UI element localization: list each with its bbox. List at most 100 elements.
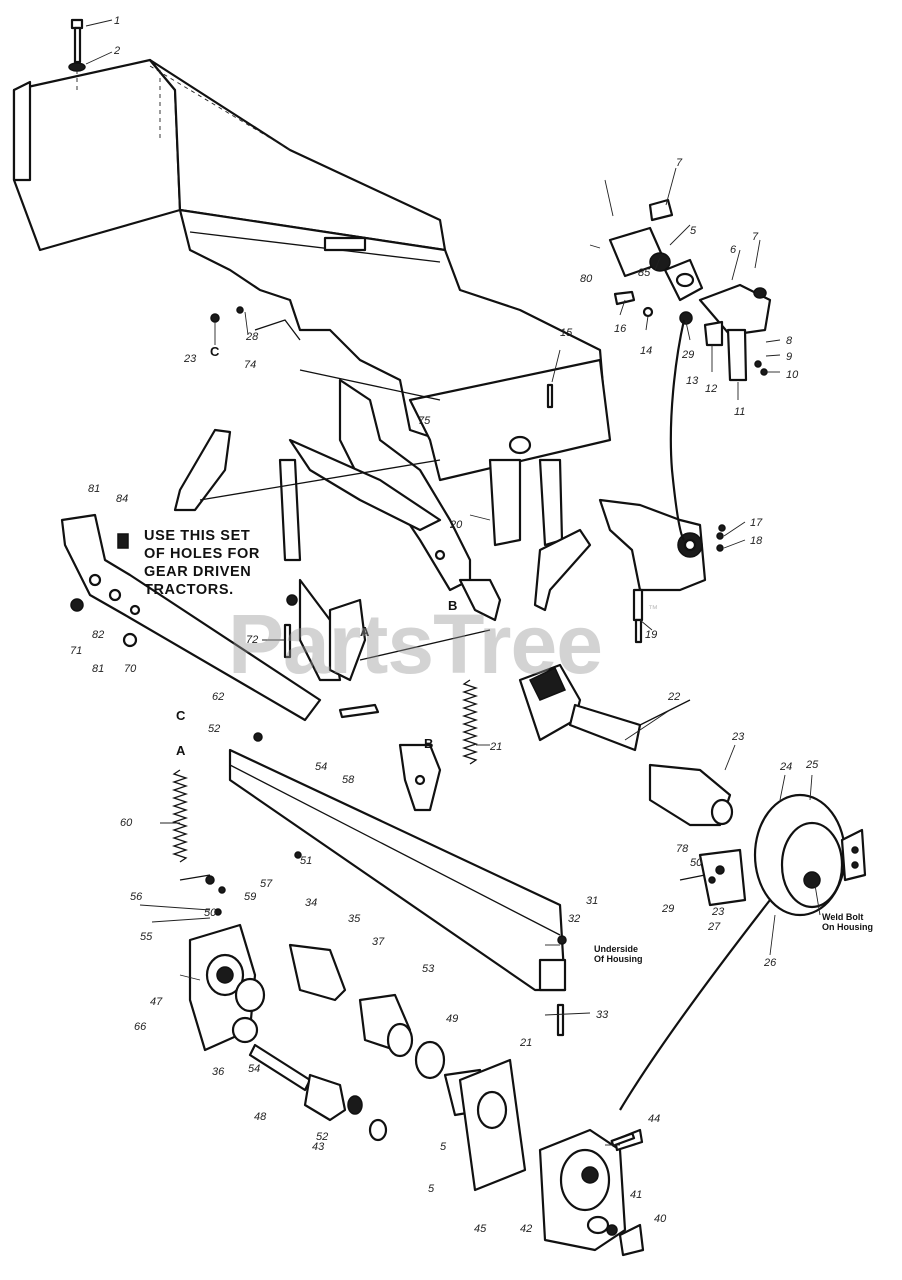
callout: 85 xyxy=(638,267,651,279)
callout: 41 xyxy=(630,1189,642,1201)
assembly-note: USE THIS SET OF HOLES FOR GEAR DRIVEN TR… xyxy=(144,528,260,598)
callout: 80 xyxy=(580,273,593,285)
callout: 43 xyxy=(312,1141,325,1153)
pulley-icon xyxy=(608,198,772,382)
callout: 16 xyxy=(614,323,627,335)
trademark-symbol: ™ xyxy=(648,604,658,615)
callout: 23 xyxy=(731,731,745,743)
callout: 50 xyxy=(690,857,703,869)
gear-icon xyxy=(188,923,487,1142)
callout: 32 xyxy=(568,913,580,925)
callout: 34 xyxy=(305,897,317,909)
callout: 13 xyxy=(686,375,699,387)
callout: 8 xyxy=(786,335,793,347)
callout: 31 xyxy=(586,895,598,907)
callout: 74 xyxy=(244,359,256,371)
washer-icon xyxy=(68,62,86,72)
callout: 55 xyxy=(140,931,153,943)
drive-shaft xyxy=(518,663,734,827)
callout: 5 xyxy=(690,225,697,237)
callout: 59 xyxy=(244,891,256,903)
callout: 7 xyxy=(676,157,683,169)
bolt-icon xyxy=(179,383,706,1147)
callout: 29 xyxy=(681,349,694,361)
callout: 29 xyxy=(661,903,674,915)
callout: 5 xyxy=(440,1141,447,1153)
callout: 21 xyxy=(519,1037,532,1049)
callout: 11 xyxy=(734,406,745,418)
callout: 18 xyxy=(750,535,763,547)
housing-icon xyxy=(458,1058,645,1257)
underside-note: Underside Of Housing xyxy=(594,944,643,964)
callout: 51 xyxy=(300,855,312,867)
callout: 28 xyxy=(245,331,259,343)
callout: 27 xyxy=(707,921,721,933)
callout: 45 xyxy=(474,1223,487,1235)
callout: 62 xyxy=(212,691,224,703)
callout: 23 xyxy=(711,906,725,918)
callout: 14 xyxy=(640,345,652,357)
callout: 72 xyxy=(246,634,258,646)
main-frame-housing xyxy=(12,58,612,482)
callout: 60 xyxy=(120,817,133,829)
callout: 71 xyxy=(70,645,82,657)
callout: 52 xyxy=(208,723,220,735)
callout: 82 xyxy=(92,629,104,641)
callout: 12 xyxy=(705,383,717,395)
linkage-bracket xyxy=(173,378,592,682)
callout: 66 xyxy=(134,1021,147,1033)
callout: 10 xyxy=(786,369,799,381)
callout: 57 xyxy=(260,878,273,890)
callout: 53 xyxy=(422,963,435,975)
callout: 6 xyxy=(730,244,737,256)
callout: 81 xyxy=(88,483,100,495)
callout: 78 xyxy=(676,843,689,855)
callout: 19 xyxy=(645,629,657,641)
callout: 35 xyxy=(348,913,361,925)
gearbox-housing xyxy=(598,498,724,622)
callout: 54 xyxy=(315,761,327,773)
callout: 75 xyxy=(418,415,431,427)
callout: C xyxy=(210,344,220,359)
bolt-icon xyxy=(70,18,84,64)
callout: 81 xyxy=(92,663,104,675)
callout: 49 xyxy=(446,1013,458,1025)
callout: 9 xyxy=(786,351,792,363)
callout: 40 xyxy=(654,1213,667,1225)
leader-lines xyxy=(85,19,821,1146)
callout: 52 xyxy=(316,1131,328,1143)
callout: 25 xyxy=(805,759,819,771)
callout: 21 xyxy=(489,741,502,753)
spring-icon xyxy=(171,679,479,863)
callout: 58 xyxy=(342,774,355,786)
callout: A xyxy=(176,743,186,758)
callout: 47 xyxy=(150,996,163,1008)
callout: 37 xyxy=(372,936,385,948)
callout: 17 xyxy=(750,517,763,529)
housing-icon xyxy=(698,793,867,917)
cable-icon xyxy=(619,319,771,1111)
callout: 42 xyxy=(520,1223,532,1235)
callout: 36 xyxy=(212,1066,225,1078)
callout: 7 xyxy=(752,231,759,243)
callout: B xyxy=(448,598,457,613)
callout: 50 xyxy=(204,907,217,919)
callout: 23 xyxy=(183,353,197,365)
left-lift-frame xyxy=(60,513,567,992)
callout-numbers: 1 2 5 7 6 7 85 80 16 14 29 13 12 11 8 9 … xyxy=(70,15,819,1235)
callout: 26 xyxy=(763,957,777,969)
callout: 84 xyxy=(116,493,128,505)
callout: 5 xyxy=(428,1183,435,1195)
partstree-watermark: PartsTree xyxy=(228,597,603,691)
callout: 54 xyxy=(248,1063,260,1075)
callout: C xyxy=(176,708,186,723)
weld-bolt-note: Weld Bolt On Housing xyxy=(822,912,873,932)
callout: 33 xyxy=(596,1009,609,1021)
callout: A xyxy=(360,624,370,639)
callout: 2 xyxy=(113,45,120,57)
callout: 56 xyxy=(130,891,143,903)
callout: 22 xyxy=(667,691,680,703)
callout: 15 xyxy=(560,327,573,339)
